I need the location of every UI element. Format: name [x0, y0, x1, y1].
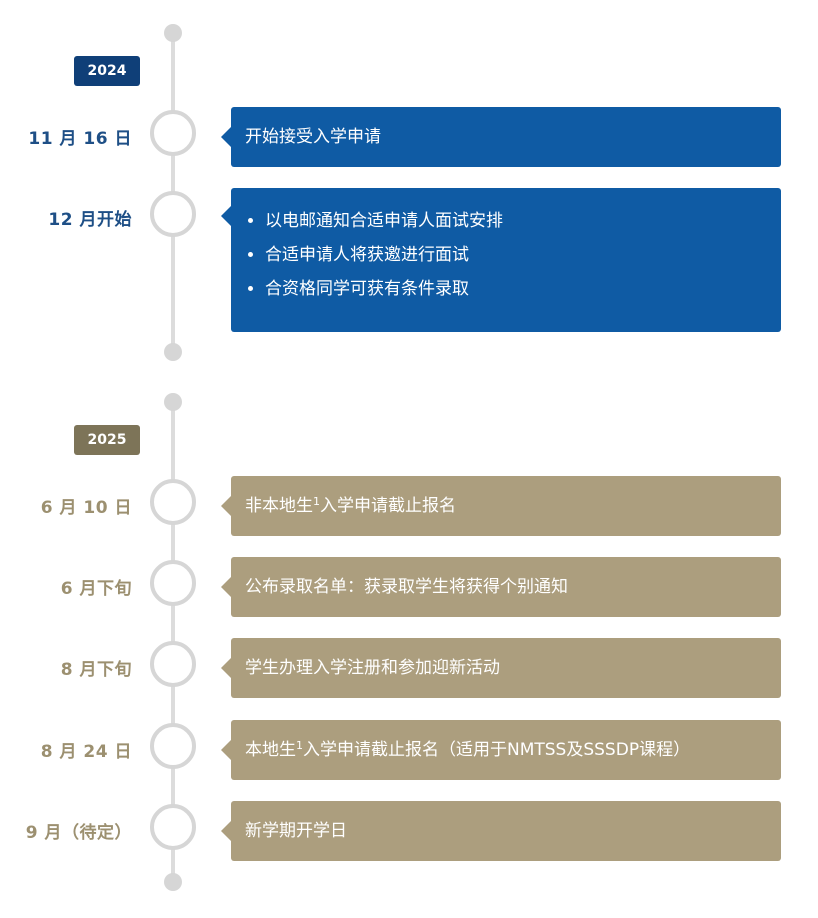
event-date: 9 月（待定） — [25, 823, 132, 843]
footnote-marker: 1 — [313, 495, 320, 508]
timeline-node — [150, 804, 196, 850]
event-date: 12 月开始 — [48, 210, 132, 230]
event-card: 新学期开学日 — [221, 801, 781, 861]
list-item: 合资格同学可获有条件录取 — [265, 272, 781, 306]
event-date: 8 月 24 日 — [40, 742, 132, 762]
event-text: 本地生 — [245, 740, 296, 760]
timeline-node — [150, 110, 196, 156]
year-badge-2024: 2024 — [74, 56, 140, 86]
year-badge-2025: 2025 — [74, 425, 140, 455]
event-card: 非本地生1入学申请截止报名 — [221, 476, 781, 536]
timeline-end-dot — [164, 873, 182, 891]
event-date: 6 月下旬 — [60, 579, 132, 599]
timeline-end-dot — [164, 343, 182, 361]
timeline-start-dot — [164, 393, 182, 411]
event-card: 学生办理入学注册和参加迎新活动 — [221, 638, 781, 698]
timeline-node — [150, 560, 196, 606]
timeline-start-dot — [164, 24, 182, 42]
event-text: 入学申请截止报名 — [320, 496, 456, 516]
timeline-node — [150, 641, 196, 687]
event-card: 公布录取名单：获录取学生将获得个别通知 — [221, 557, 781, 617]
event-text: 入学申请截止报名（适用于NMTSS及SSSDP课程） — [303, 740, 691, 760]
timeline-node — [150, 723, 196, 769]
list-item: 合适申请人将获邀进行面试 — [265, 238, 781, 272]
event-date: 11 月 16 日 — [28, 129, 132, 149]
event-card: 开始接受入学申请 — [221, 107, 781, 167]
event-text: 非本地生 — [245, 496, 313, 516]
bullet-list: 以电邮通知合适申请人面试安排 合适申请人将获邀进行面试 合资格同学可获有条件录取 — [245, 204, 781, 306]
event-date: 6 月 10 日 — [40, 498, 132, 518]
timeline-node — [150, 191, 196, 237]
event-date: 8 月下旬 — [60, 660, 132, 680]
event-card: 本地生1入学申请截止报名（适用于NMTSS及SSSDP课程） — [221, 720, 781, 780]
list-item: 以电邮通知合适申请人面试安排 — [265, 204, 781, 238]
footnote-marker: 1 — [296, 739, 303, 752]
timeline-node — [150, 479, 196, 525]
event-card-list: 以电邮通知合适申请人面试安排 合适申请人将获邀进行面试 合资格同学可获有条件录取 — [221, 188, 781, 332]
